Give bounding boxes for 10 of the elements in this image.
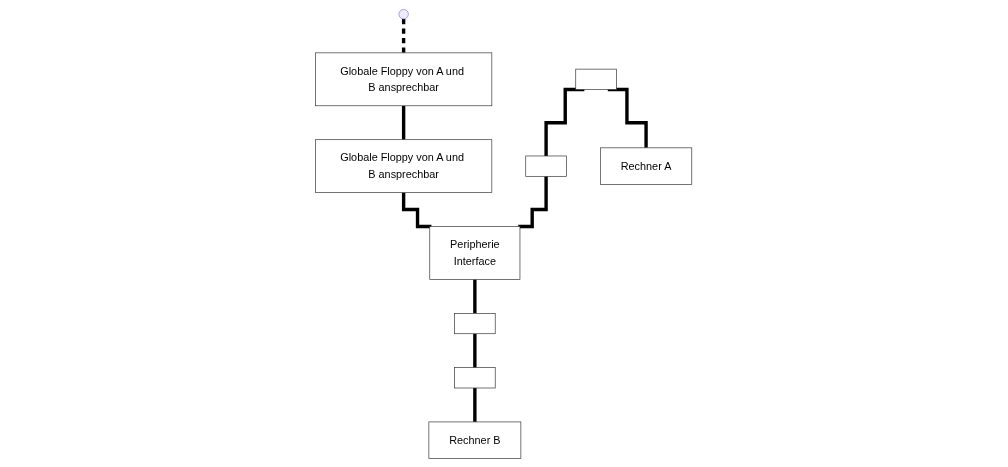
node-box [454,312,496,334]
node-box: Globale Floppy von A und B ansprechbar [315,138,493,193]
node-box: Globale Floppy von A und B ansprechbar [315,52,493,106]
node-box [575,68,618,90]
node-box [454,366,496,388]
node-box: Rechner B [428,421,522,459]
node-box: Rechner A [600,147,693,185]
node-box: Peripherie Interface [429,225,521,280]
node-box [525,155,568,177]
connector [518,174,549,228]
